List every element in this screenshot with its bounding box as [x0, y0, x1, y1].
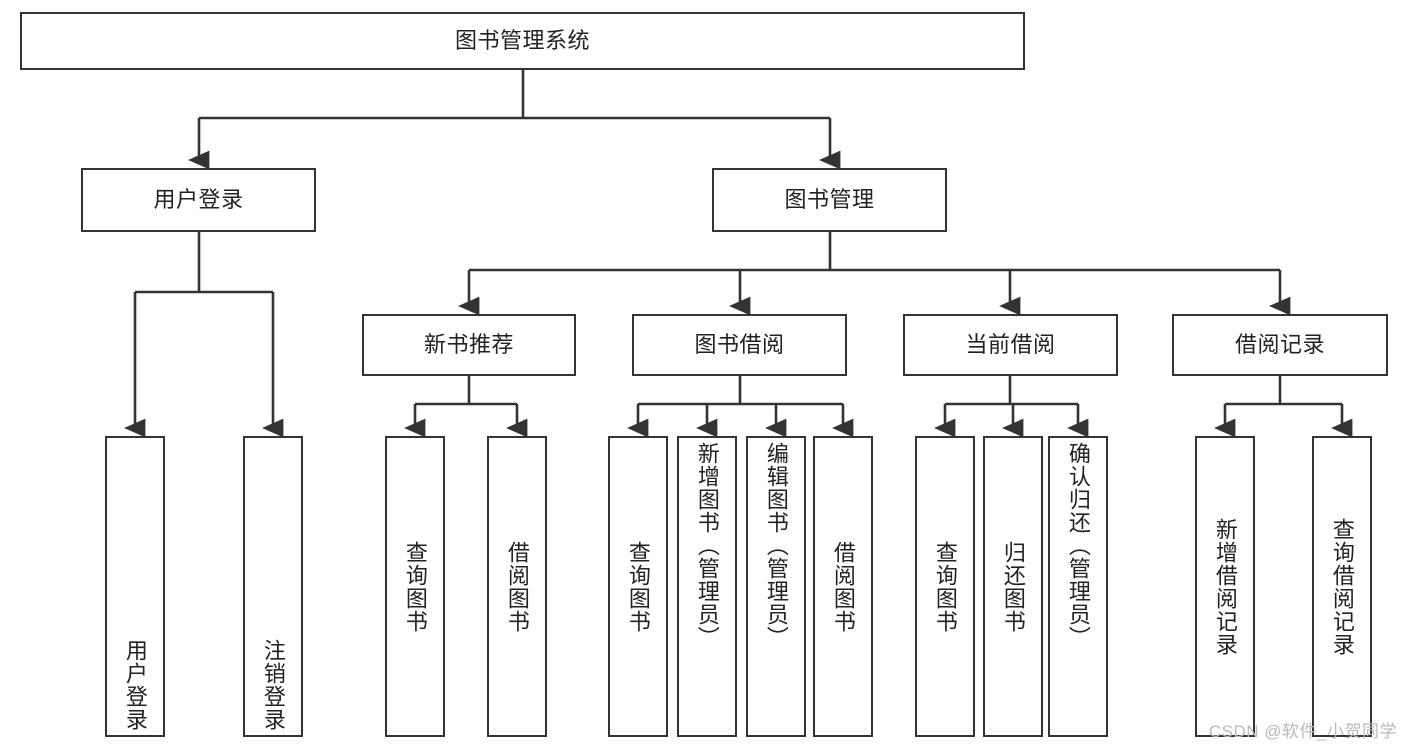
node-leaf-add-book-label: 新增图书（管理员） — [694, 442, 720, 649]
node-leaf-add-book[interactable]: 新增图书（管理员） — [677, 436, 737, 737]
node-user-login[interactable]: 用户登录 — [81, 168, 316, 232]
node-leaf-return-book-label: 归还图书 — [1000, 540, 1026, 633]
node-leaf-query-record[interactable]: 查询借阅记录 — [1312, 436, 1372, 737]
node-leaf-user-login-label: 用户登录 — [122, 639, 148, 731]
node-leaf-query-book-2-label: 查询图书 — [625, 540, 651, 633]
node-borrow-record[interactable]: 借阅记录 — [1172, 314, 1388, 376]
node-leaf-query-book-2[interactable]: 查询图书 — [608, 436, 668, 737]
node-book-manage[interactable]: 图书管理 — [712, 168, 947, 232]
node-current-borrow[interactable]: 当前借阅 — [903, 314, 1118, 376]
node-leaf-query-record-label: 查询借阅记录 — [1329, 517, 1355, 656]
node-leaf-add-record[interactable]: 新增借阅记录 — [1195, 436, 1255, 737]
node-leaf-edit-book-label: 编辑图书（管理员） — [763, 442, 789, 649]
node-book-manage-label: 图书管理 — [784, 187, 875, 213]
node-user-login-label: 用户登录 — [153, 187, 244, 213]
node-leaf-borrow-book-1[interactable]: 借阅图书 — [487, 436, 547, 737]
node-leaf-confirm-return-label: 确认归还（管理员） — [1065, 442, 1091, 649]
node-leaf-borrow-book-1-label: 借阅图书 — [504, 540, 530, 633]
watermark: CSDN @软件_小贺同学 — [1208, 722, 1397, 741]
node-book-borrow[interactable]: 图书借阅 — [632, 314, 847, 376]
node-leaf-logout[interactable]: 注销登录 — [243, 436, 303, 737]
node-new-book-recommend[interactable]: 新书推荐 — [362, 314, 576, 376]
node-leaf-query-book-3-label: 查询图书 — [932, 540, 958, 633]
node-borrow-record-label: 借阅记录 — [1234, 332, 1325, 358]
node-book-borrow-label: 图书借阅 — [694, 332, 785, 358]
node-leaf-query-book-1-label: 查询图书 — [402, 540, 428, 633]
node-leaf-borrow-book-2[interactable]: 借阅图书 — [813, 436, 873, 737]
node-new-book-recommend-label: 新书推荐 — [423, 332, 514, 358]
node-root-label: 图书管理系统 — [454, 28, 590, 54]
node-leaf-user-login[interactable]: 用户登录 — [105, 436, 165, 737]
node-leaf-query-book-3[interactable]: 查询图书 — [915, 436, 975, 737]
node-leaf-borrow-book-2-label: 借阅图书 — [830, 540, 856, 633]
node-leaf-logout-label: 注销登录 — [260, 639, 286, 731]
node-current-borrow-label: 当前借阅 — [965, 332, 1056, 358]
node-leaf-add-record-label: 新增借阅记录 — [1212, 517, 1238, 656]
node-leaf-return-book[interactable]: 归还图书 — [983, 436, 1043, 737]
node-root[interactable]: 图书管理系统 — [20, 12, 1025, 70]
node-leaf-confirm-return[interactable]: 确认归还（管理员） — [1048, 436, 1108, 737]
node-leaf-edit-book[interactable]: 编辑图书（管理员） — [746, 436, 806, 737]
node-leaf-query-book-1[interactable]: 查询图书 — [385, 436, 445, 737]
